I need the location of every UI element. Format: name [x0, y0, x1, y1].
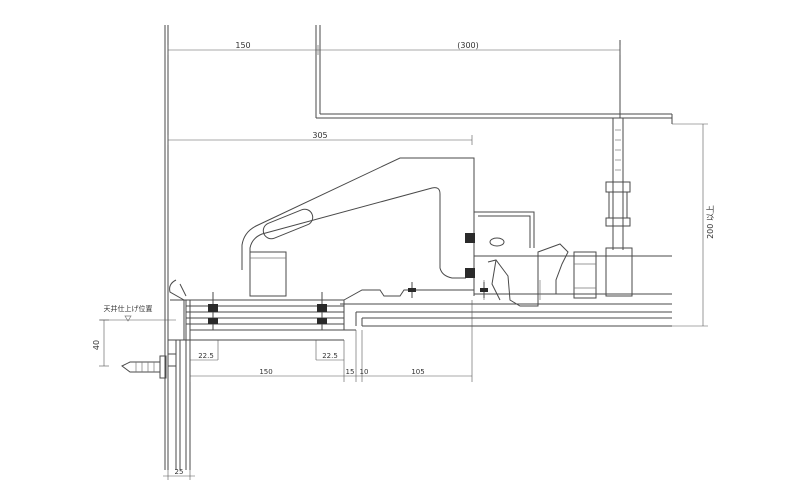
dim-150-bottom: 150: [259, 368, 272, 376]
dim-22-5-right: 22.5: [322, 352, 338, 360]
dim-105: 105: [411, 368, 424, 376]
dim-25: 25: [175, 468, 184, 476]
wall-anchor: [121, 355, 167, 379]
channel-assembly: [465, 211, 672, 307]
dimension-right: 200 以上: [672, 123, 715, 327]
dimension-top: 150 (300) 305: [167, 41, 621, 145]
dim-305: 305: [312, 131, 327, 140]
hanger-bolt: [605, 118, 633, 297]
screw-left: [208, 292, 218, 330]
dim-150-top: 150: [235, 41, 250, 50]
ceiling-level-label: 天井仕上げ位置: [104, 304, 153, 313]
screw-right: [317, 292, 327, 330]
dim-200-label: 200 以上: [706, 205, 715, 239]
dim-300-top: (300): [457, 41, 479, 50]
screw-clip-2: [480, 282, 488, 298]
lower-frame: [167, 340, 191, 470]
dim-15: 15: [346, 368, 355, 376]
wall: [164, 25, 169, 470]
dim-10: 10: [360, 368, 369, 376]
ceiling-level-marker: 天井仕上げ位置: [100, 304, 176, 322]
dimension-bottom: 22.5 22.5 150 15 10 105 25: [163, 300, 473, 480]
upper-structure: [315, 25, 673, 124]
dimension-left: 40: [92, 319, 109, 367]
support-bracket: [241, 157, 475, 297]
fasteners: [121, 282, 488, 379]
dim-22-5-left: 22.5: [198, 352, 214, 360]
screw-clip-1: [408, 282, 416, 298]
dim-40: 40: [92, 340, 101, 350]
ceiling-boards: [340, 303, 672, 327]
